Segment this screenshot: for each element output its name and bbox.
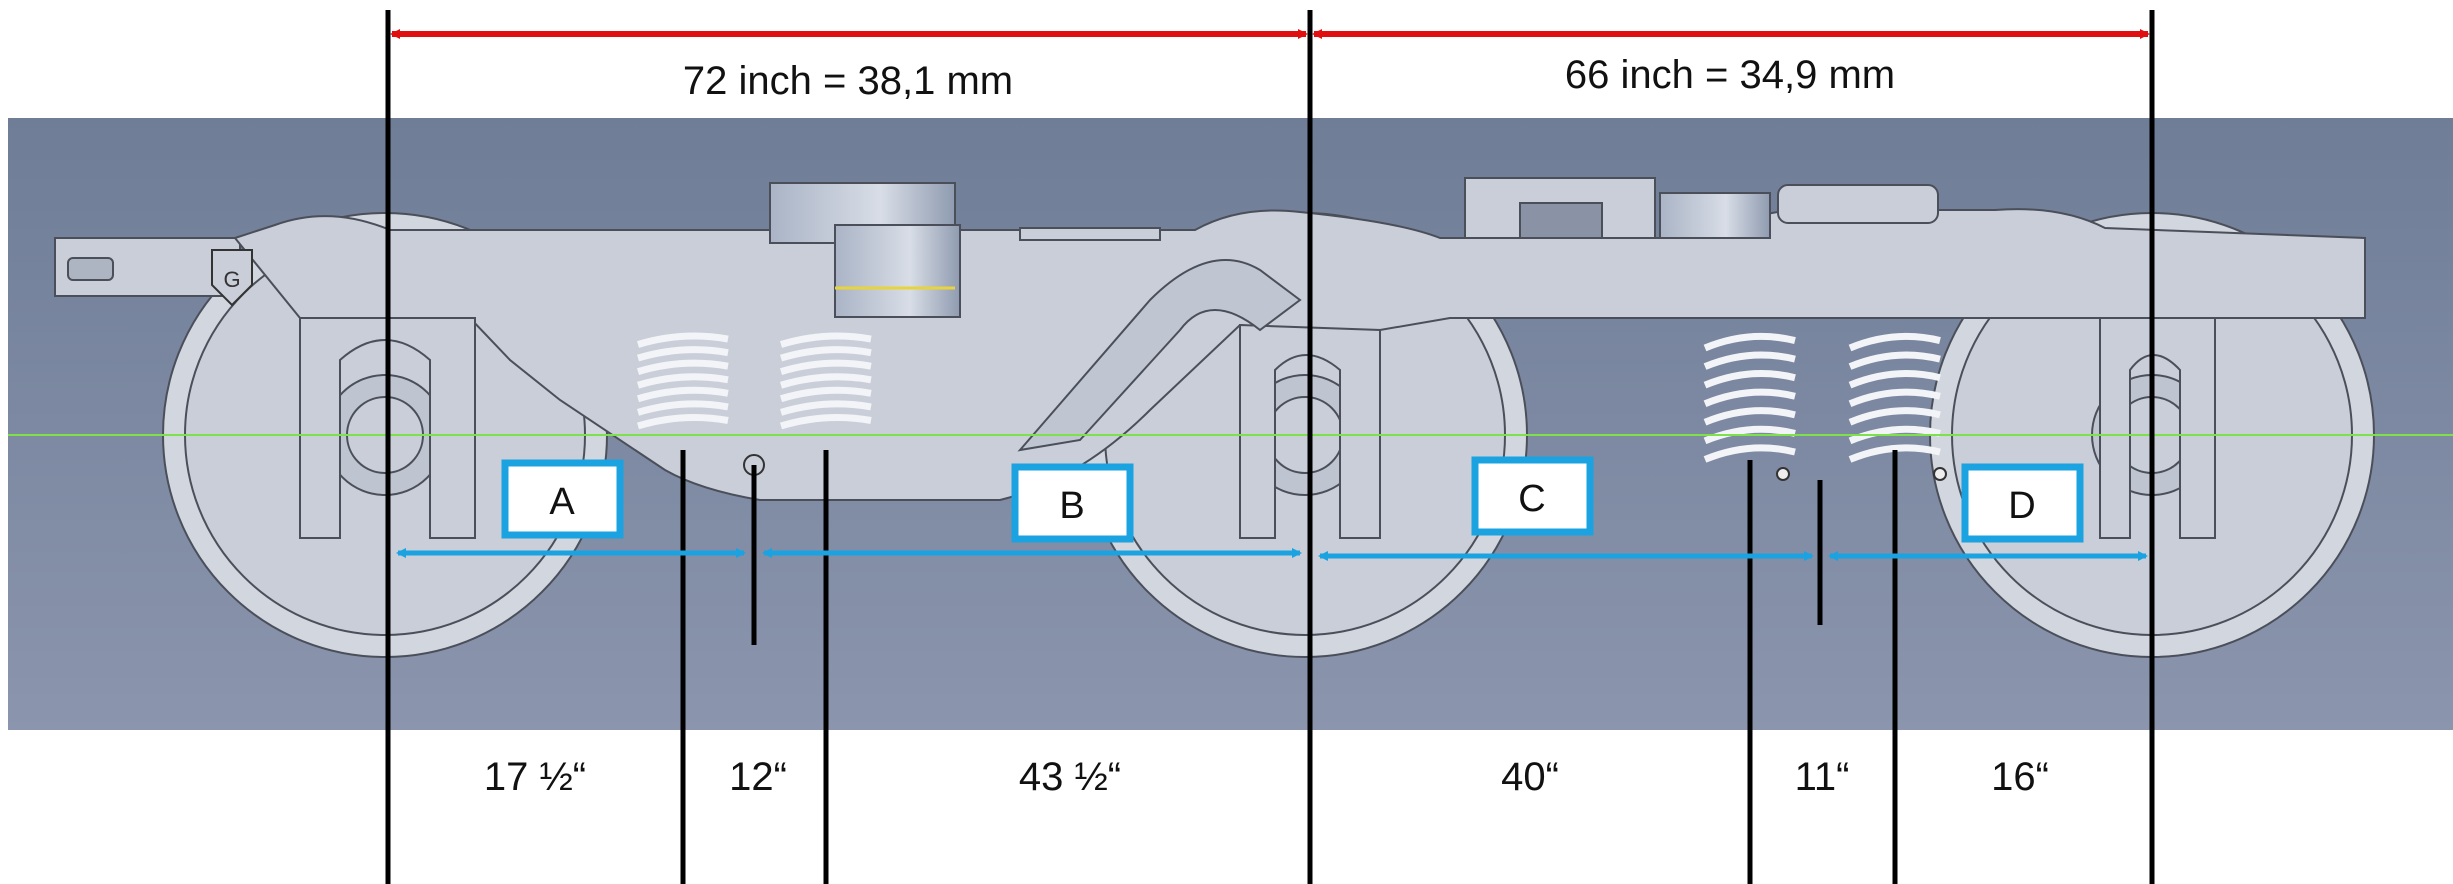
spring-coil [1848, 444, 1941, 463]
label-b: B [1059, 485, 1084, 527]
top-plate [1019, 227, 1161, 241]
spring-coil [636, 332, 729, 348]
spring-coil [636, 359, 729, 375]
pivot-right-1 [1776, 467, 1790, 481]
spring-coil [1703, 407, 1796, 426]
spring-coil [1703, 370, 1796, 389]
dim-seg-5: 11“ [1795, 755, 1850, 799]
spring-coil [779, 332, 872, 348]
spring-1 [636, 332, 729, 430]
spring-coil [636, 413, 729, 430]
spring-coil [779, 400, 872, 416]
spring-coil [1703, 444, 1796, 463]
spring-coil [636, 346, 729, 362]
top-block-2 [834, 224, 961, 318]
spring-coil [779, 346, 872, 362]
dim-left-span: 72 inch = 38,1 mm [683, 59, 1013, 103]
bogie-illustration: G [54, 177, 2375, 658]
spring-coil [1703, 425, 1796, 445]
spring-coil [1703, 351, 1796, 370]
label-a: A [549, 481, 575, 523]
spring-coil [779, 373, 872, 389]
blue-arrows [396, 548, 2148, 561]
spring-coil [1848, 407, 1941, 426]
spring-coil [1848, 388, 1941, 407]
bolster-arm [1017, 259, 1302, 452]
label-box-b: B [1011, 463, 1134, 543]
top-block-4 [1659, 192, 1771, 239]
g-logo: G [211, 249, 253, 307]
dim-right-span: 66 inch = 34,9 mm [1565, 53, 1895, 97]
spring-coil [1848, 370, 1941, 389]
spring-3 [1703, 332, 1796, 463]
springs [636, 332, 1941, 463]
spring-4 [1848, 332, 1941, 463]
dim-seg-3: 43 ½“ [1019, 755, 1121, 799]
spring-coil [1703, 388, 1796, 407]
spring-coil [1703, 332, 1796, 352]
reference-lines [385, 10, 2155, 884]
label-box-d: D [1961, 463, 2084, 543]
spring-coil [779, 359, 872, 375]
spring-coil [636, 373, 729, 389]
label-box-a: A [501, 459, 624, 539]
spring-coil [1848, 351, 1941, 370]
spring-coil [1848, 332, 1941, 352]
spring-coil [636, 400, 729, 416]
label-c: C [1518, 478, 1545, 520]
pivot-right-2 [1933, 467, 1947, 481]
logo-letter: G [223, 267, 240, 292]
top-window [1519, 202, 1603, 239]
dim-seg-6: 16“ [1991, 755, 2049, 799]
spring-coil [636, 386, 729, 403]
dim-seg-1: 17 ½“ [484, 755, 586, 799]
top-handle [1777, 184, 1939, 224]
label-d: D [2008, 485, 2035, 527]
dim-seg-4: 40“ [1501, 755, 1559, 799]
dim-seg-2: 12“ [729, 755, 787, 799]
label-box-c: C [1471, 456, 1594, 536]
pedestal-right [2099, 317, 2216, 539]
coupler-slot [67, 257, 114, 281]
spring-coil [779, 386, 872, 403]
spring-2 [779, 332, 872, 430]
spring-coil [1848, 425, 1941, 445]
spring-coil [779, 413, 872, 430]
